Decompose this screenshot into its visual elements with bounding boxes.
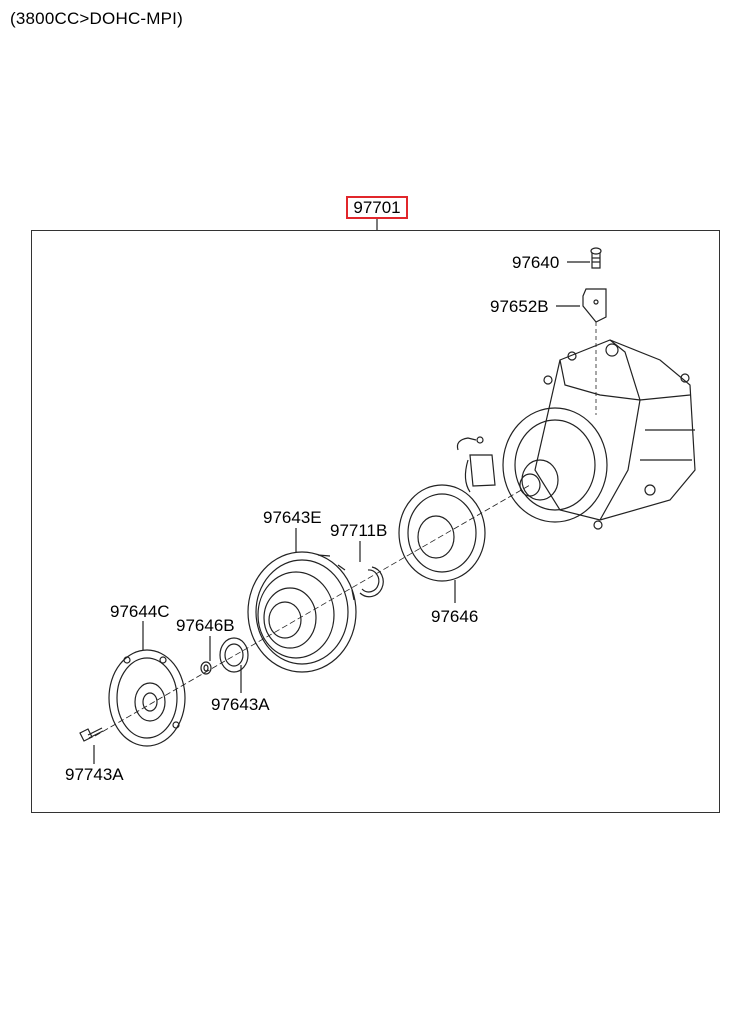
diagram-frame bbox=[31, 230, 720, 813]
assembly-part-number[interactable]: 97701 bbox=[346, 196, 408, 219]
label-97643E[interactable]: 97643E bbox=[263, 508, 322, 527]
snap-ring-icon bbox=[359, 566, 384, 598]
clutch-bolt-icon bbox=[79, 727, 104, 742]
label-97646[interactable]: 97646 bbox=[431, 607, 479, 626]
bolt-icon bbox=[590, 247, 602, 269]
label-97711B[interactable]: 97711B bbox=[330, 521, 388, 540]
connector-icon bbox=[456, 436, 496, 493]
bracket-icon bbox=[582, 288, 607, 415]
label-97646B[interactable]: 97646B bbox=[176, 616, 235, 635]
retainer-ring-icon bbox=[219, 637, 249, 673]
axis-line bbox=[94, 484, 531, 737]
shim-icon bbox=[200, 661, 212, 675]
label-97644C[interactable]: 97644C bbox=[110, 602, 170, 621]
pressure-plate-icon bbox=[108, 649, 186, 747]
pulley-icon bbox=[247, 551, 357, 673]
label-97652B[interactable]: 97652B bbox=[490, 297, 549, 316]
label-97640[interactable]: 97640 bbox=[512, 253, 560, 272]
compressor-body-icon bbox=[502, 339, 696, 530]
label-97643A[interactable]: 97643A bbox=[211, 695, 270, 714]
field-coil-icon bbox=[398, 484, 486, 582]
page-title: (3800CC>DOHC-MPI) bbox=[10, 9, 183, 28]
label-97743A[interactable]: 97743A bbox=[65, 765, 124, 784]
